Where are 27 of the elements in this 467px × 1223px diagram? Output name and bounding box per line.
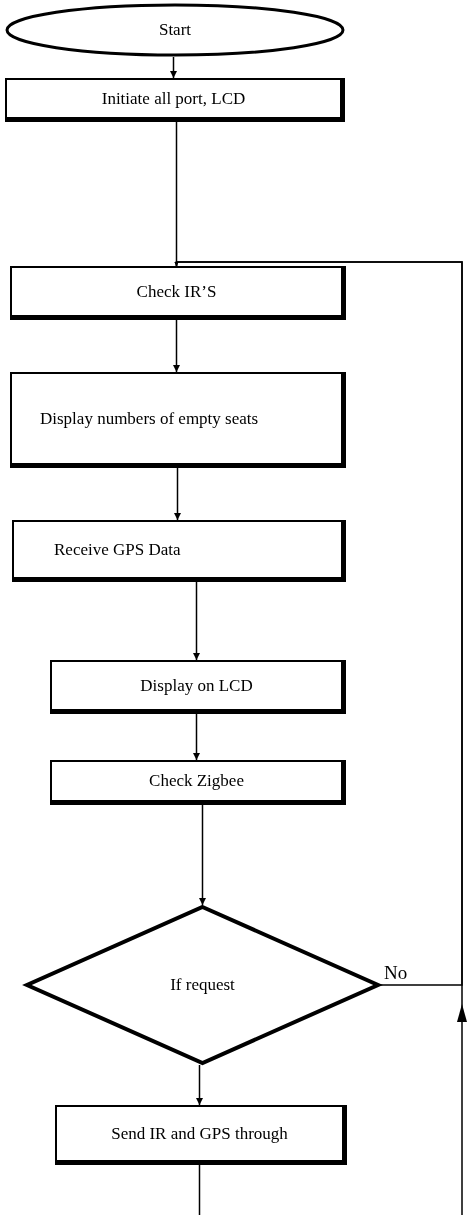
process-box	[10, 266, 346, 320]
decision-diamond	[25, 905, 380, 1065]
process-box	[5, 78, 345, 122]
node-label: Send IR and GPS through	[111, 1122, 288, 1145]
process-box	[55, 1105, 347, 1165]
process-box	[10, 372, 346, 468]
node-label: Initiate all port, LCD	[101, 87, 246, 110]
arrow	[196, 1064, 203, 1106]
node-label: Display on LCD	[140, 674, 253, 697]
arrow	[174, 467, 181, 521]
arrow	[170, 56, 177, 79]
edge-label: No	[384, 963, 408, 982]
node-label: Receive GPS Data	[54, 538, 181, 561]
arrow	[173, 319, 180, 373]
arrow	[193, 581, 200, 661]
process-box	[12, 520, 346, 582]
arrow	[199, 804, 206, 906]
terminal-ellipse	[5, 3, 345, 57]
node-label: Check Zigbee	[149, 770, 244, 793]
arrow	[193, 713, 200, 761]
node-label: If request	[170, 974, 235, 997]
node-label: Display numbers of empty seats	[40, 407, 259, 430]
process-box	[50, 660, 346, 714]
node-label: Start	[158, 19, 192, 42]
node-label: Check IR’S	[136, 280, 217, 303]
process-box	[50, 760, 346, 805]
connector-line	[198, 1164, 201, 1216]
